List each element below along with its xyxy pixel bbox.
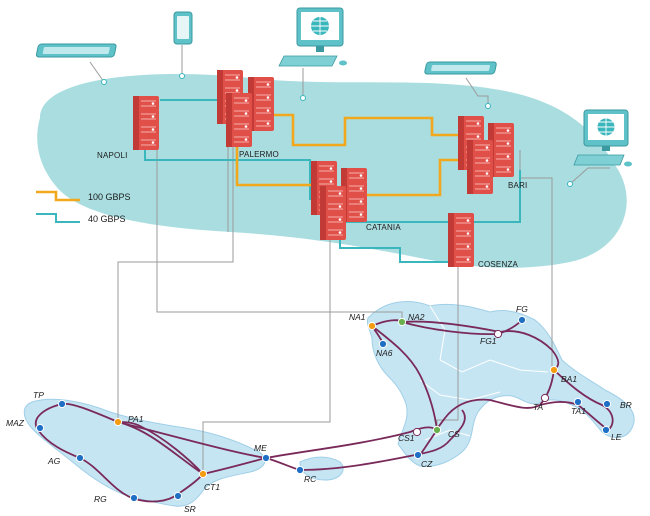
dc-label-palermo: PALERMO xyxy=(239,150,279,159)
sicily-land xyxy=(23,398,266,507)
connection-dot xyxy=(567,181,573,187)
backbone-north-inner xyxy=(371,325,438,431)
server-rack-icon xyxy=(448,213,474,267)
device-connection-dots xyxy=(101,73,573,187)
network-nodes xyxy=(35,315,612,503)
legend-label-100g: 100 GBPS xyxy=(88,192,131,202)
dc-label-catania: CATANIA xyxy=(366,223,401,232)
node-NA1[interactable] xyxy=(367,321,377,331)
dc-label-bari: BARI xyxy=(508,181,527,190)
node-CS1[interactable] xyxy=(412,427,422,437)
server-rack-icon xyxy=(226,93,252,147)
node-label-BR: BR xyxy=(620,400,632,410)
connection-dot xyxy=(485,103,491,109)
node-label-NA2: NA2 xyxy=(408,312,425,322)
node-CT1[interactable] xyxy=(198,469,208,479)
node-RG[interactable] xyxy=(129,493,139,503)
node-label-TA: TA xyxy=(533,402,544,412)
datacenter-napoli[interactable] xyxy=(133,96,159,150)
node-FG1[interactable] xyxy=(493,329,503,339)
node-TP[interactable] xyxy=(57,399,67,409)
node-label-SR: SR xyxy=(184,504,196,514)
node-FG[interactable] xyxy=(517,315,527,325)
legend-label-40g: 40 GBPS xyxy=(88,214,126,224)
node-label-TP: TP xyxy=(33,390,44,400)
device-link-tablet-right xyxy=(465,77,489,106)
tablet-icon[interactable] xyxy=(424,61,497,75)
server-rack-icon xyxy=(467,140,493,194)
italy-map xyxy=(23,301,635,507)
node-label-CS: CS xyxy=(448,429,460,439)
node-label-RG: RG xyxy=(94,494,107,504)
server-rack-icon xyxy=(133,96,159,150)
link-catania-cosenza xyxy=(339,228,460,263)
datacenter-cosenza[interactable] xyxy=(448,213,474,267)
server-rack-icon xyxy=(320,186,346,240)
node-label-AG: AG xyxy=(47,456,61,466)
desktop-computer-icon[interactable] xyxy=(278,7,347,67)
node-label-TA1: TA1 xyxy=(571,406,586,416)
node-LE[interactable] xyxy=(601,425,611,435)
legend: 100 GBPS 40 GBPS xyxy=(36,190,131,224)
access-line-napoli xyxy=(156,125,403,322)
link-catania-bari-100 xyxy=(365,158,468,197)
link-palermo-bari xyxy=(268,113,462,147)
node-RC[interactable] xyxy=(295,465,305,475)
node-label-LE: LE xyxy=(611,432,622,442)
node-ME[interactable] xyxy=(261,453,271,463)
node-PA1[interactable] xyxy=(113,417,123,427)
desktop-computer-icon[interactable] xyxy=(573,109,632,167)
link-napoli-catania xyxy=(144,145,311,200)
backbone-sicily-calabria-2 xyxy=(117,421,267,459)
backbone-calabria xyxy=(299,409,466,471)
node-label-NA6: NA6 xyxy=(376,348,393,358)
legend-swatch-40g xyxy=(36,213,80,223)
backbone-calabria-2 xyxy=(265,426,438,459)
node-label-CT1: CT1 xyxy=(204,482,220,492)
device-link-desktop-right xyxy=(569,167,610,185)
node-AG[interactable] xyxy=(75,453,85,463)
node-labels: NA1 NA2 NA6 FG FG1 BA1 TA TA1 BR LE CS C… xyxy=(6,304,632,514)
access-line-catania xyxy=(202,200,331,474)
node-CZ[interactable] xyxy=(413,450,423,460)
node-TA1[interactable] xyxy=(573,397,583,407)
link-palermo-catania xyxy=(235,142,315,187)
node-label-NA1: NA1 xyxy=(349,312,366,322)
node-MAZ[interactable] xyxy=(35,423,45,433)
node-label-RC: RC xyxy=(304,474,317,484)
dc-label-cosenza: COSENZA xyxy=(478,260,519,269)
device-link-tablet-left xyxy=(89,61,105,83)
node-NA6[interactable] xyxy=(378,339,388,349)
tablet-icon[interactable] xyxy=(35,43,117,58)
node-TA[interactable] xyxy=(540,393,550,403)
node-label-BA1: BA1 xyxy=(561,374,577,384)
node-label-CS1: CS1 xyxy=(398,433,415,443)
links-100g xyxy=(235,113,468,197)
node-label-FG1: FG1 xyxy=(480,336,497,346)
node-BR[interactable] xyxy=(602,399,612,409)
access-line-bari xyxy=(519,150,553,370)
access-line-palermo-left xyxy=(117,125,234,422)
connection-dot xyxy=(300,95,306,101)
node-CS[interactable] xyxy=(432,425,442,435)
node-label-CZ: CZ xyxy=(421,459,433,469)
region-border xyxy=(419,379,501,401)
legend-swatch-100g xyxy=(36,190,80,202)
dc-label-napoli: NAPOLI xyxy=(97,151,128,160)
node-BA1[interactable] xyxy=(549,365,559,375)
node-NA2[interactable] xyxy=(397,317,407,327)
node-label-PA1: PA1 xyxy=(128,414,144,424)
node-SR[interactable] xyxy=(173,491,183,501)
connection-dot xyxy=(179,73,185,79)
smartphone-icon[interactable] xyxy=(173,11,193,45)
connection-dot xyxy=(101,79,107,85)
node-label-FG: FG xyxy=(516,304,528,314)
node-label-MAZ: MAZ xyxy=(6,418,25,428)
node-label-ME: ME xyxy=(254,443,267,453)
